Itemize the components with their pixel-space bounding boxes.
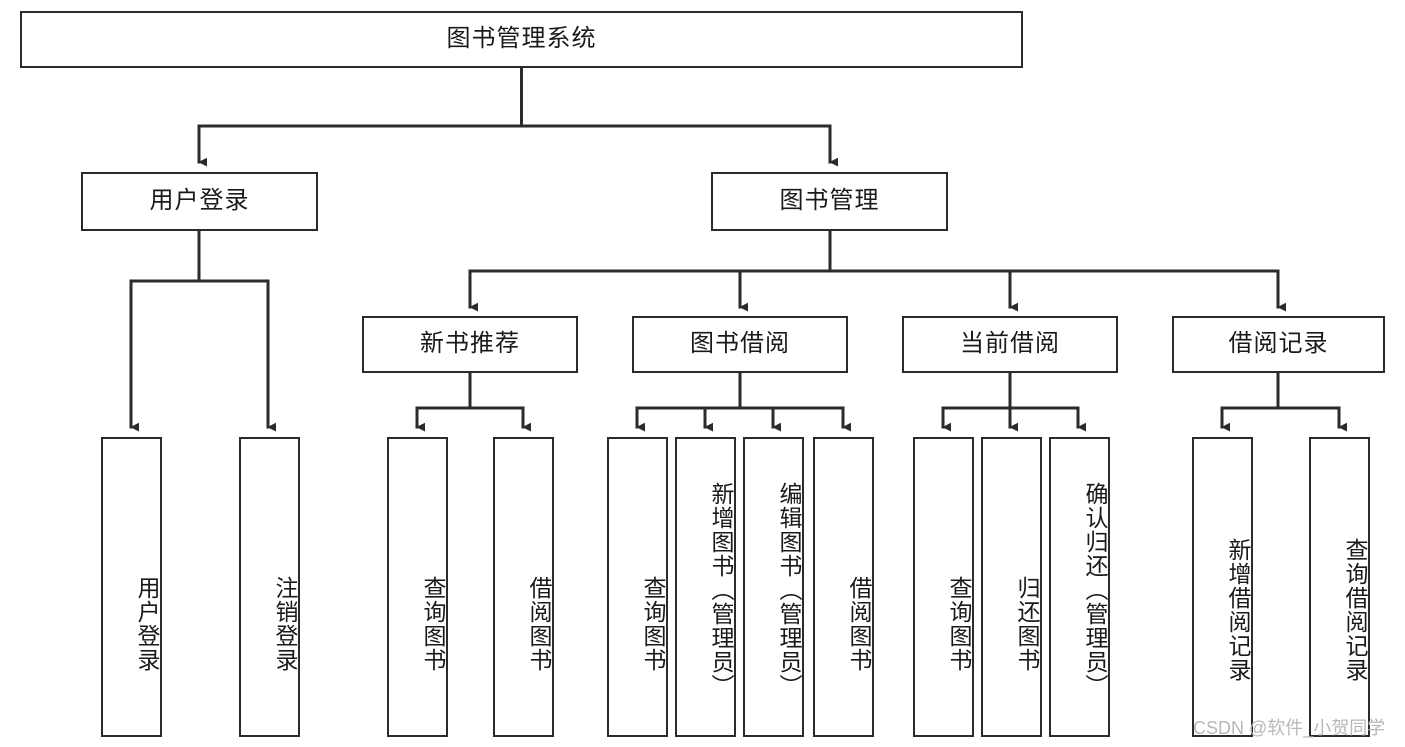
node-book-management-label: 图书管理 bbox=[779, 187, 880, 215]
node-leaf-add-book[interactable]: 新增图书（管理员） bbox=[675, 437, 736, 737]
node-new-book-recommend[interactable]: 新书推荐 bbox=[362, 316, 578, 373]
node-borrow-record[interactable]: 借阅记录 bbox=[1172, 316, 1385, 373]
node-leaf-query-book-1[interactable]: 查询图书 bbox=[387, 437, 448, 737]
node-leaf-borrow-book-2-label: 借阅图书 bbox=[846, 576, 872, 672]
node-leaf-confirm-return[interactable]: 确认归还（管理员） bbox=[1049, 437, 1110, 737]
node-current-borrow[interactable]: 当前借阅 bbox=[902, 316, 1118, 373]
node-leaf-borrow-book-2[interactable]: 借阅图书 bbox=[813, 437, 874, 737]
node-leaf-query-book-1-label: 查询图书 bbox=[420, 576, 446, 672]
node-leaf-add-record[interactable]: 新增借阅记录 bbox=[1192, 437, 1253, 737]
node-leaf-query-record-label: 查询借阅记录 bbox=[1342, 538, 1368, 682]
node-leaf-edit-book-label: 编辑图书（管理员） bbox=[776, 482, 802, 698]
node-leaf-query-book-3[interactable]: 查询图书 bbox=[913, 437, 974, 737]
node-leaf-user-logout[interactable]: 注销登录 bbox=[239, 437, 300, 737]
node-leaf-user-logout-label: 注销登录 bbox=[272, 576, 298, 672]
node-user-login-label: 用户登录 bbox=[149, 187, 250, 215]
node-leaf-edit-book[interactable]: 编辑图书（管理员） bbox=[743, 437, 804, 737]
node-leaf-user-login[interactable]: 用户登录 bbox=[101, 437, 162, 737]
node-root[interactable]: 图书管理系统 bbox=[20, 11, 1023, 68]
node-leaf-add-book-label: 新增图书（管理员） bbox=[708, 482, 734, 698]
node-new-book-recommend-label: 新书推荐 bbox=[420, 330, 520, 358]
node-root-label: 图书管理系统 bbox=[446, 25, 597, 53]
node-borrow-record-label: 借阅记录 bbox=[1228, 330, 1329, 358]
node-book-borrow-label: 图书借阅 bbox=[690, 330, 790, 358]
node-leaf-query-book-2[interactable]: 查询图书 bbox=[607, 437, 668, 737]
node-leaf-borrow-book-1[interactable]: 借阅图书 bbox=[493, 437, 554, 737]
node-leaf-query-record[interactable]: 查询借阅记录 bbox=[1309, 437, 1370, 737]
watermark-text: CSDN @软件_小贺同学 bbox=[1193, 718, 1386, 738]
node-book-management[interactable]: 图书管理 bbox=[711, 172, 948, 231]
node-leaf-borrow-book-1-label: 借阅图书 bbox=[526, 576, 552, 672]
node-leaf-query-book-3-label: 查询图书 bbox=[946, 576, 972, 672]
node-leaf-return-book[interactable]: 归还图书 bbox=[981, 437, 1042, 737]
node-current-borrow-label: 当前借阅 bbox=[960, 330, 1060, 358]
node-leaf-add-record-label: 新增借阅记录 bbox=[1225, 538, 1251, 682]
node-leaf-user-login-label: 用户登录 bbox=[134, 576, 160, 672]
node-book-borrow[interactable]: 图书借阅 bbox=[632, 316, 848, 373]
node-leaf-confirm-return-label: 确认归还（管理员） bbox=[1082, 482, 1108, 698]
node-leaf-query-book-2-label: 查询图书 bbox=[640, 576, 666, 672]
node-user-login[interactable]: 用户登录 bbox=[81, 172, 318, 231]
node-leaf-return-book-label: 归还图书 bbox=[1014, 576, 1040, 672]
